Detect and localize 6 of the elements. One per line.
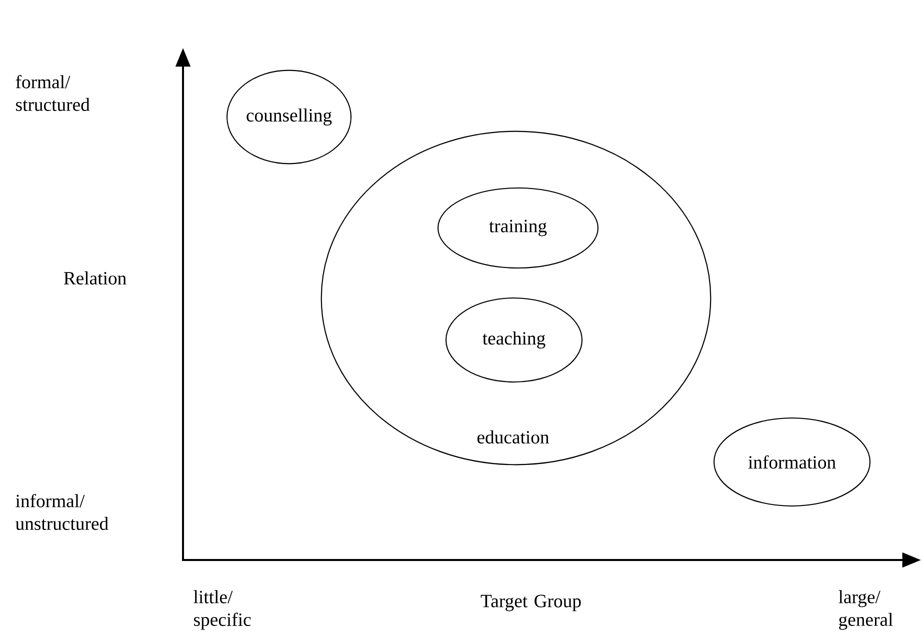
axis-label: formal/ structured <box>16 75 90 111</box>
axis-label: large/ general <box>838 590 893 630</box>
axis-label: informal/ unstructured <box>16 494 108 530</box>
axis-label: little/ specific <box>194 590 251 630</box>
axis-label: Relation <box>64 271 126 285</box>
axis-label: Target Group <box>480 594 581 612</box>
